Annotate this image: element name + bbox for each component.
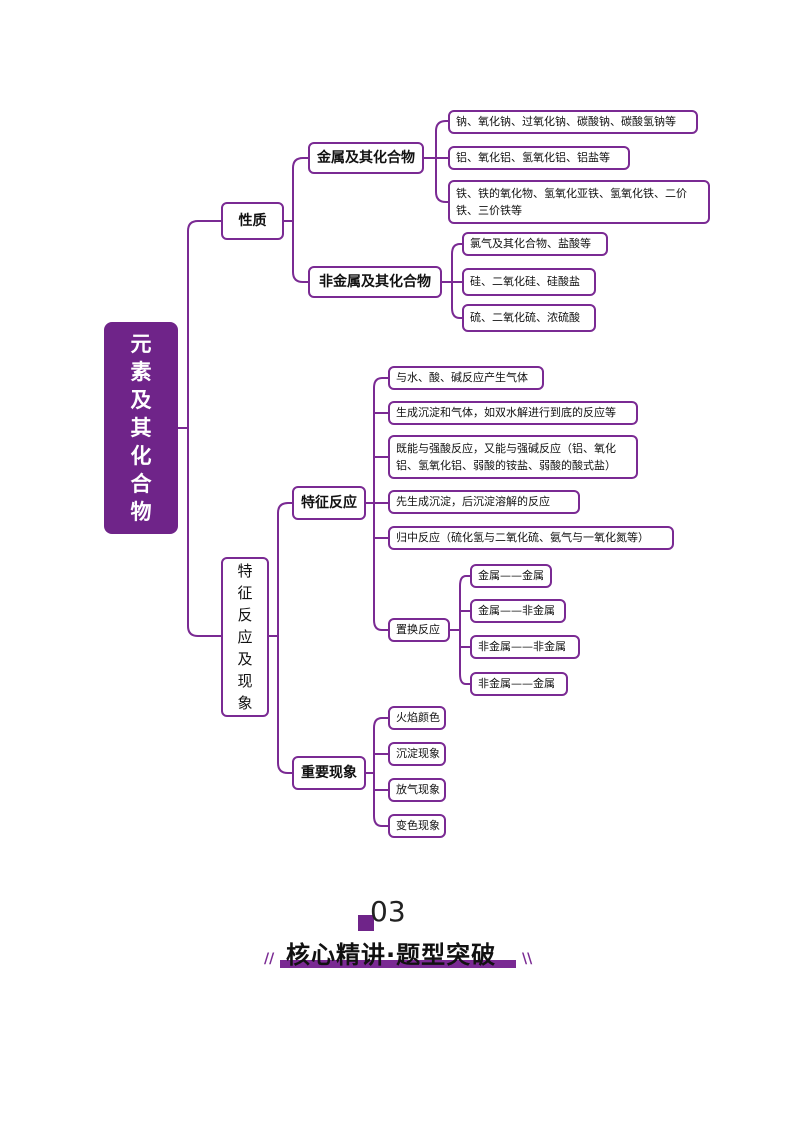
root-node: 元素及其化合物 (104, 322, 178, 534)
leaf-flame-color-label: 火焰颜色 (396, 711, 440, 724)
leaf-gas-release-label: 放气现象 (396, 783, 440, 796)
leaf-chlorine: 氯气及其化合物、盐酸等 (462, 232, 608, 256)
leaf-sodium: 钠、氧化钠、过氧化钠、碳酸钠、碳酸氢钠等 (448, 110, 698, 134)
leaf-amphoteric: 既能与强酸反应，又能与强碱反应（铝、氧化铝、氢氧化铝、弱酸的铵盐、弱酸的酸式盐） (388, 435, 638, 479)
leaf-sodium-label: 钠、氧化钠、过氧化钠、碳酸钠、碳酸氢钠等 (456, 115, 676, 128)
leaf-color-change: 变色现象 (388, 814, 446, 838)
leaf-iron-label: 铁、铁的氧化物、氢氧化亚铁、氢氧化铁、二价铁、三价铁等 (456, 187, 687, 217)
leaf-nonmetal-metal-label: 非金属——金属 (478, 677, 555, 690)
section-title-underline (280, 960, 516, 968)
node-metal-label: 金属及其化合物 (317, 150, 415, 166)
node-phenomena-label: 重要现象 (301, 765, 357, 781)
left-slash-decoration: // (264, 951, 275, 967)
leaf-precipitate-dissolve-label: 先生成沉淀，后沉淀溶解的反应 (396, 495, 550, 508)
leaf-silicon-label: 硅、二氧化硅、硅酸盐 (470, 275, 580, 288)
right-slash-decoration: \\ (522, 951, 533, 967)
leaf-aluminum-label: 铝、氧化铝、氢氧化铝、铝盐等 (456, 151, 610, 164)
node-displacement-label: 置换反应 (396, 623, 440, 636)
node-properties: 性质 (221, 202, 284, 240)
section-number-block: 03 (358, 895, 414, 931)
leaf-precipitate-label: 沉淀现象 (396, 747, 440, 760)
node-characteristic-reactions: 特征反应 (292, 486, 366, 520)
leaf-metal-metal-label: 金属——金属 (478, 569, 544, 582)
node-branch2-label: 特征反应及现象 (237, 562, 253, 712)
leaf-aluminum: 铝、氧化铝、氢氧化铝、铝盐等 (448, 146, 630, 170)
leaf-precipitate-gas-label: 生成沉淀和气体，如双水解进行到底的反应等 (396, 406, 616, 419)
node-reactions-label: 特征反应 (301, 495, 357, 511)
leaf-precipitate-gas: 生成沉淀和气体，如双水解进行到底的反应等 (388, 401, 638, 425)
leaf-metal-nonmetal-label: 金属——非金属 (478, 604, 555, 617)
section-number-accent (358, 915, 374, 931)
leaf-sulfur: 硫、二氧化硫、浓硫酸 (462, 304, 596, 332)
leaf-metal-metal: 金属——金属 (470, 564, 552, 588)
leaf-flame-color: 火焰颜色 (388, 706, 446, 730)
leaf-sulfur-label: 硫、二氧化硫、浓硫酸 (470, 311, 580, 324)
node-properties-label: 性质 (238, 213, 267, 229)
leaf-comproportionation-label: 归中反应（硫化氢与二氧化硫、氨气与一氧化氮等） (396, 531, 649, 544)
leaf-nonmetal-metal: 非金属——金属 (470, 672, 568, 696)
leaf-silicon: 硅、二氧化硅、硅酸盐 (462, 268, 596, 296)
leaf-gas-release: 放气现象 (388, 778, 446, 802)
leaf-metal-nonmetal: 金属——非金属 (470, 599, 566, 623)
node-metal-compounds: 金属及其化合物 (308, 142, 424, 174)
node-displacement: 置换反应 (388, 618, 450, 642)
leaf-amphoteric-label: 既能与强酸反应，又能与强碱反应（铝、氧化铝、氢氧化铝、弱酸的铵盐、弱酸的酸式盐） (396, 442, 616, 472)
leaf-color-change-label: 变色现象 (396, 819, 440, 832)
section-title: 核心精讲·题型突破 (286, 941, 497, 969)
leaf-iron: 铁、铁的氧化物、氢氧化亚铁、氢氧化铁、二价铁、三价铁等 (448, 180, 710, 224)
leaf-precipitate-dissolve: 先生成沉淀，后沉淀溶解的反应 (388, 490, 580, 514)
node-nonmetal-compounds: 非金属及其化合物 (308, 266, 442, 298)
leaf-nonmetal-nonmetal: 非金属——非金属 (470, 635, 580, 659)
leaf-gas-producing: 与水、酸、碱反应产生气体 (388, 366, 544, 390)
leaf-chlorine-label: 氯气及其化合物、盐酸等 (470, 237, 591, 250)
leaf-gas-producing-label: 与水、酸、碱反应产生气体 (396, 371, 528, 384)
node-nonmetal-label: 非金属及其化合物 (319, 274, 431, 290)
section-number: 03 (370, 895, 406, 928)
leaf-nonmetal-nonmetal-label: 非金属——非金属 (478, 640, 566, 653)
leaf-comproportionation: 归中反应（硫化氢与二氧化硫、氨气与一氧化氮等） (388, 526, 674, 550)
node-characteristic-reactions-phenomena: 特征反应及现象 (221, 557, 269, 717)
node-important-phenomena: 重要现象 (292, 756, 366, 790)
root-label: 元素及其化合物 (130, 332, 152, 524)
leaf-precipitate: 沉淀现象 (388, 742, 446, 766)
section-heading: 03 // 核心精讲·题型突破 \\ (240, 895, 560, 975)
